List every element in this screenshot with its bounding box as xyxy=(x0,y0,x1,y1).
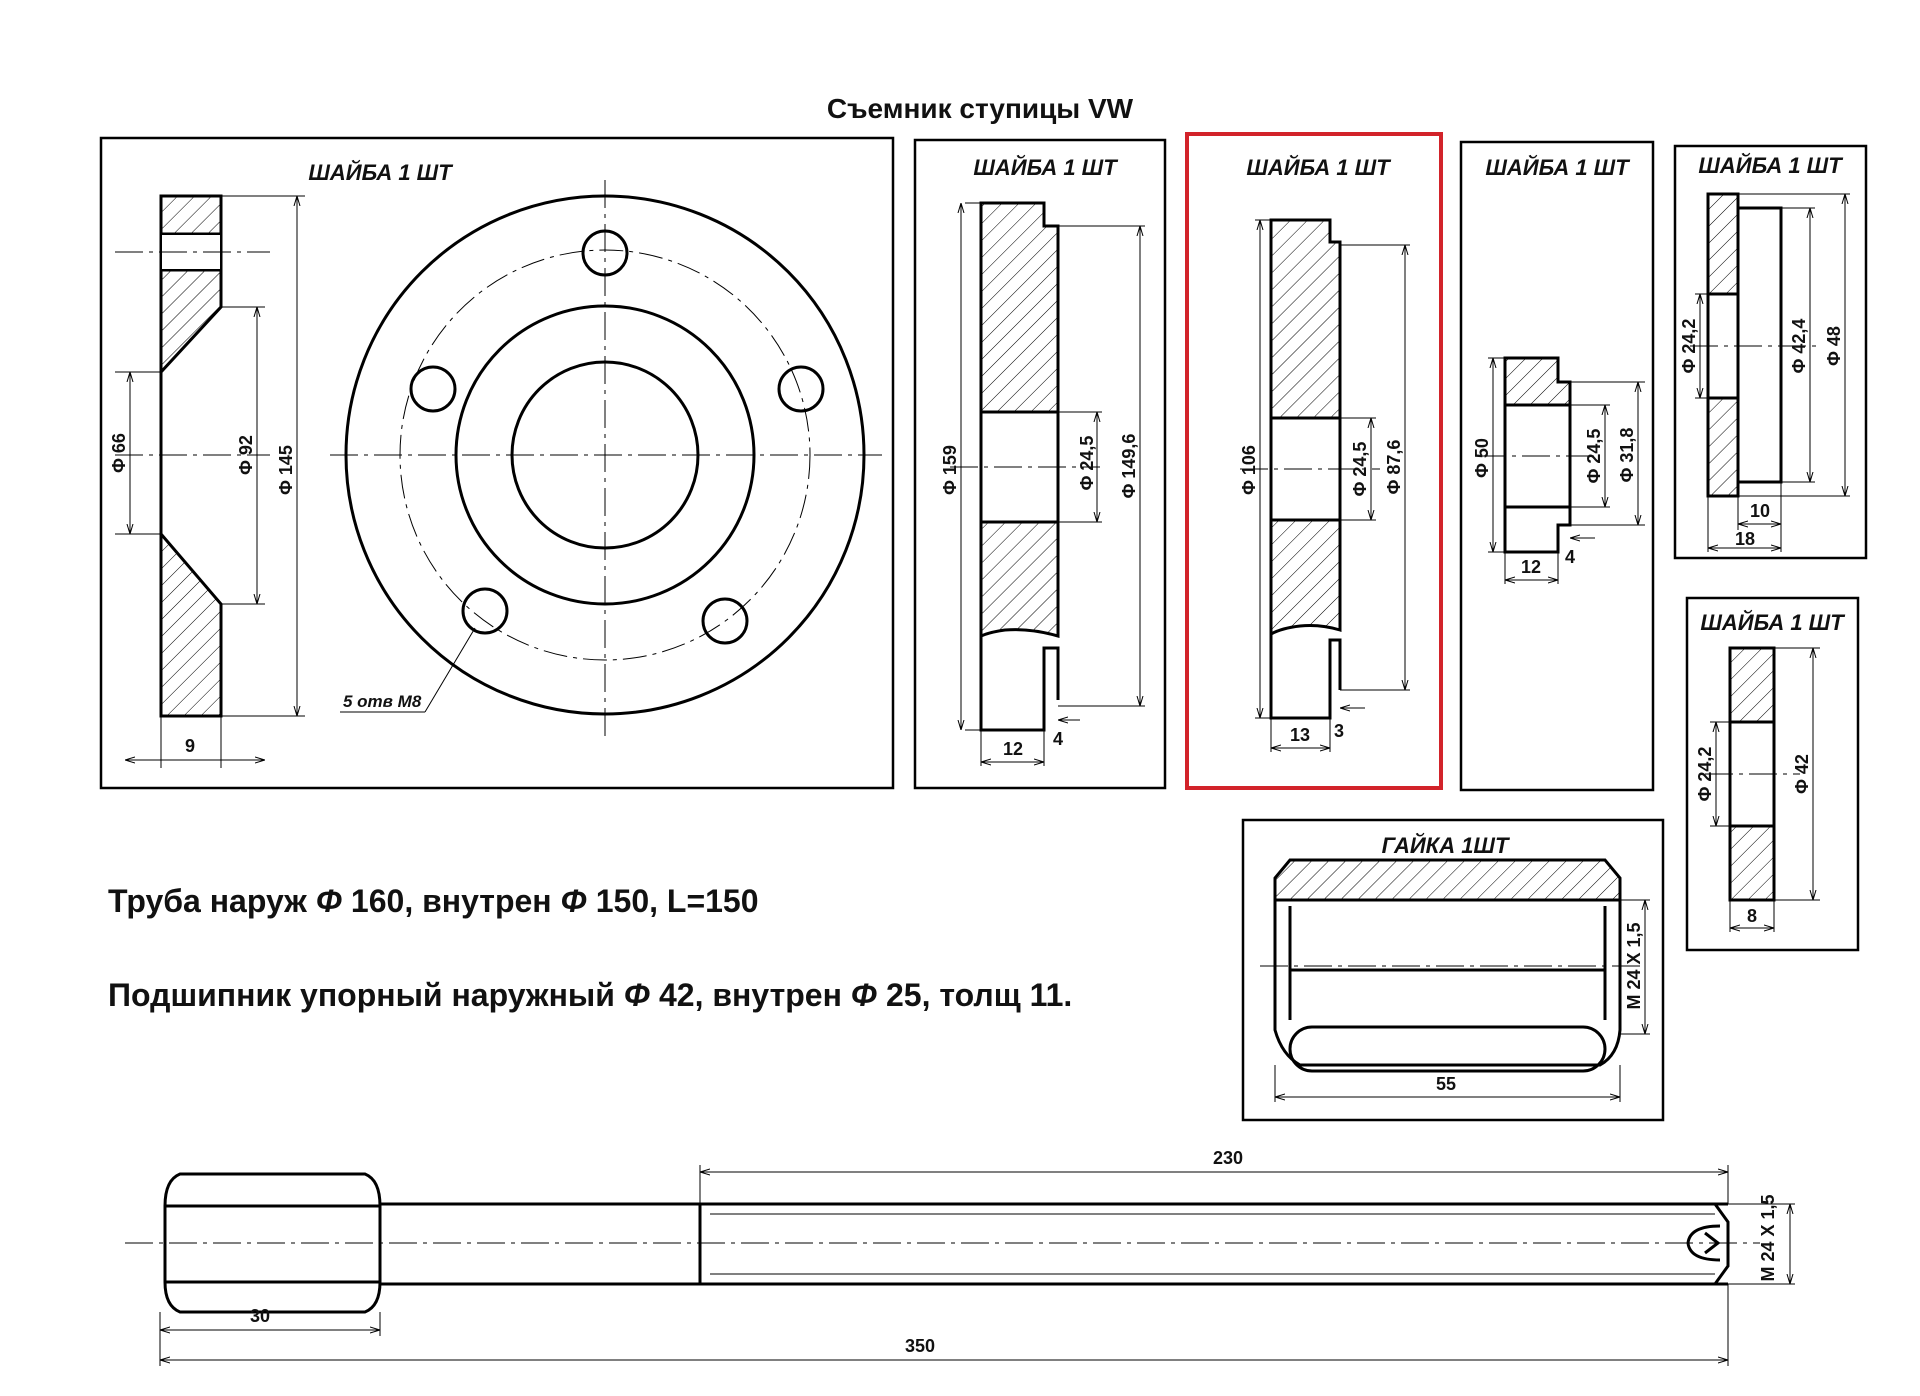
panel-nut-heading: ГАЙКА 1ШТ xyxy=(1382,832,1510,858)
panel-washer-6-heading: ШАЙБА 1 ШТ xyxy=(1700,609,1845,635)
panel-nut-frame xyxy=(1241,818,1665,1122)
bolt-dim-350: 350 xyxy=(905,1336,935,1356)
bolt-dim-thread: М 24 Х 1,5 xyxy=(1758,1194,1778,1281)
washer-5-dim-48: Φ 48 xyxy=(1824,326,1844,366)
flange-dim-66: Φ 66 xyxy=(109,433,129,473)
note-bearing: Подшипник упорный наружный Φ 42, внутрен… xyxy=(108,977,1072,1013)
bolt-head xyxy=(163,1172,382,1314)
washer-2-dim-245: Φ 24,5 xyxy=(1077,436,1097,491)
washer-3-dim-106: Φ 106 xyxy=(1239,445,1259,495)
panel-nut: ГАЙКА 1ШТ М 24 Х 1,5 55 xyxy=(1241,818,1665,1122)
washer-2-dim-159: Φ 159 xyxy=(940,445,960,495)
flange-bolt-hole-1 xyxy=(581,229,629,277)
washer-3-section-top xyxy=(1269,218,1342,420)
panel-washer-5-frame xyxy=(1673,144,1868,560)
washer-5-dim-10: 10 xyxy=(1750,501,1770,521)
washer-5-section-bottom xyxy=(1706,396,1740,498)
washer-5-ring xyxy=(1736,206,1783,484)
washer-3-lower-part xyxy=(1269,634,1342,720)
washer-4-dim-12: 12 xyxy=(1521,557,1541,577)
washer-4-section-top xyxy=(1503,356,1572,407)
note-pipe: Труба наруж Φ 160, внутрен Φ 150, L=150 xyxy=(108,883,759,919)
washer-6-dim-242: Φ 24,2 xyxy=(1695,747,1715,802)
flange-bolt-hole-2 xyxy=(777,365,825,413)
washer-5-dim-18: 18 xyxy=(1735,529,1755,549)
drawing-title: Съемник ступицы VW xyxy=(827,93,1134,124)
nut-body-outline xyxy=(1273,900,1622,1067)
bolt-center-hole xyxy=(1686,1224,1721,1262)
bolt-dim-230: 230 xyxy=(1213,1148,1243,1168)
panel-washer-6-frame xyxy=(1685,596,1860,952)
washer-2-dim-12: 12 xyxy=(1003,739,1023,759)
panel-flange-frame xyxy=(99,136,895,790)
flange-section-top xyxy=(159,194,223,376)
washer-6-section-bottom xyxy=(1728,824,1776,902)
panel-washer-2: ШАЙБА 1 ШТ Φ 159 Φ 24,5 Φ 149,6 12 4 xyxy=(913,138,1167,790)
flange-bolt-hole-5 xyxy=(409,365,457,413)
washer-3-dim-245: Φ 24,5 xyxy=(1350,442,1370,497)
bolt-drawing: 230 М 24 Х 1,5 30 350 xyxy=(125,1148,1795,1366)
washer-4-dim-4: 4 xyxy=(1565,547,1575,567)
washer-2-dim-1496: Φ 149,6 xyxy=(1119,434,1139,499)
bolt-tip-chamfer xyxy=(1713,1203,1730,1285)
panel-washer-6: ШАЙБА 1 ШТ Φ 24,2 Φ 42 8 xyxy=(1685,596,1860,952)
washer-2-lower-part xyxy=(979,636,1060,732)
washer-4-bottom xyxy=(1503,507,1572,554)
washer-4-dim-50: Φ 50 xyxy=(1472,438,1492,478)
panel-washer-2-frame xyxy=(913,138,1167,790)
washer-4-dim-245: Φ 24,5 xyxy=(1584,429,1604,484)
panel-washer-3: ШАЙБА 1 ШТ Φ 106 Φ 24,5 Φ 87,6 13 3 xyxy=(1185,132,1443,790)
washer-2-section-bottom xyxy=(979,520,1060,639)
flange-bolt-hole-4 xyxy=(461,587,509,635)
flange-bolt-hole-3 xyxy=(701,597,749,645)
panel-washer-2-heading: ШАЙБА 1 ШТ xyxy=(973,154,1118,180)
nut-flat-face xyxy=(1288,1025,1607,1073)
panel-washer-4-heading: ШАЙБА 1 ШТ xyxy=(1485,154,1630,180)
bolt-dim-30: 30 xyxy=(250,1306,270,1326)
flange-bolt-circle xyxy=(399,249,811,661)
panel-washer-4: ШАЙБА 1 ШТ Φ 50 Φ 24,5 Φ 31,8 12 4 xyxy=(1459,140,1655,792)
nut-dim-len: 55 xyxy=(1436,1074,1456,1094)
panel-washer-5-heading: ШАЙБА 1 ШТ xyxy=(1698,152,1843,178)
washer-3-dim-3: 3 xyxy=(1334,721,1344,741)
washer-3-dim-876: Φ 87,6 xyxy=(1384,440,1404,495)
flange-dim-92: Φ 92 xyxy=(236,435,256,475)
washer-6-section-top xyxy=(1728,646,1776,724)
panel-washer-5: ШАЙБА 1 ШТ Φ 24,2 Φ 42,4 Φ 48 10 18 xyxy=(1673,144,1868,560)
washer-5-section-top xyxy=(1706,192,1740,296)
panel-washer-4-frame xyxy=(1459,140,1655,792)
nut-dim-thread: М 24 Х 1,5 xyxy=(1624,922,1644,1009)
flange-hole-leader xyxy=(424,627,476,713)
panel-washer-3-highlight xyxy=(1185,132,1443,790)
panel-washer-3-heading: ШАЙБА 1 ШТ xyxy=(1246,154,1391,180)
panel-flange: ШАЙБА 1 ШТ Φ 145 Φ 92 Φ 66 9 xyxy=(99,136,895,790)
washer-3-dim-13: 13 xyxy=(1290,725,1310,745)
washer-3-section-bottom xyxy=(1269,518,1342,637)
flange-holes-note: 5 отв М8 xyxy=(343,692,422,711)
flange-section-bottom xyxy=(159,529,223,718)
washer-6-dim-8: 8 xyxy=(1747,906,1757,926)
washer-6-dim-42: Φ 42 xyxy=(1792,754,1812,794)
flange-dim-9: 9 xyxy=(185,736,195,756)
flange-dim-145: Φ 145 xyxy=(276,445,296,495)
washer-2-section-top xyxy=(979,201,1060,414)
washer-5-dim-242: Φ 24,2 xyxy=(1679,319,1699,374)
washer-2-dim-4: 4 xyxy=(1053,729,1063,749)
washer-5-dim-424: Φ 42,4 xyxy=(1789,319,1809,374)
panel-flange-heading: ШАЙБА 1 ШТ xyxy=(308,159,453,185)
nut-thread-top xyxy=(1273,858,1622,902)
washer-4-dim-318: Φ 31,8 xyxy=(1617,428,1637,483)
